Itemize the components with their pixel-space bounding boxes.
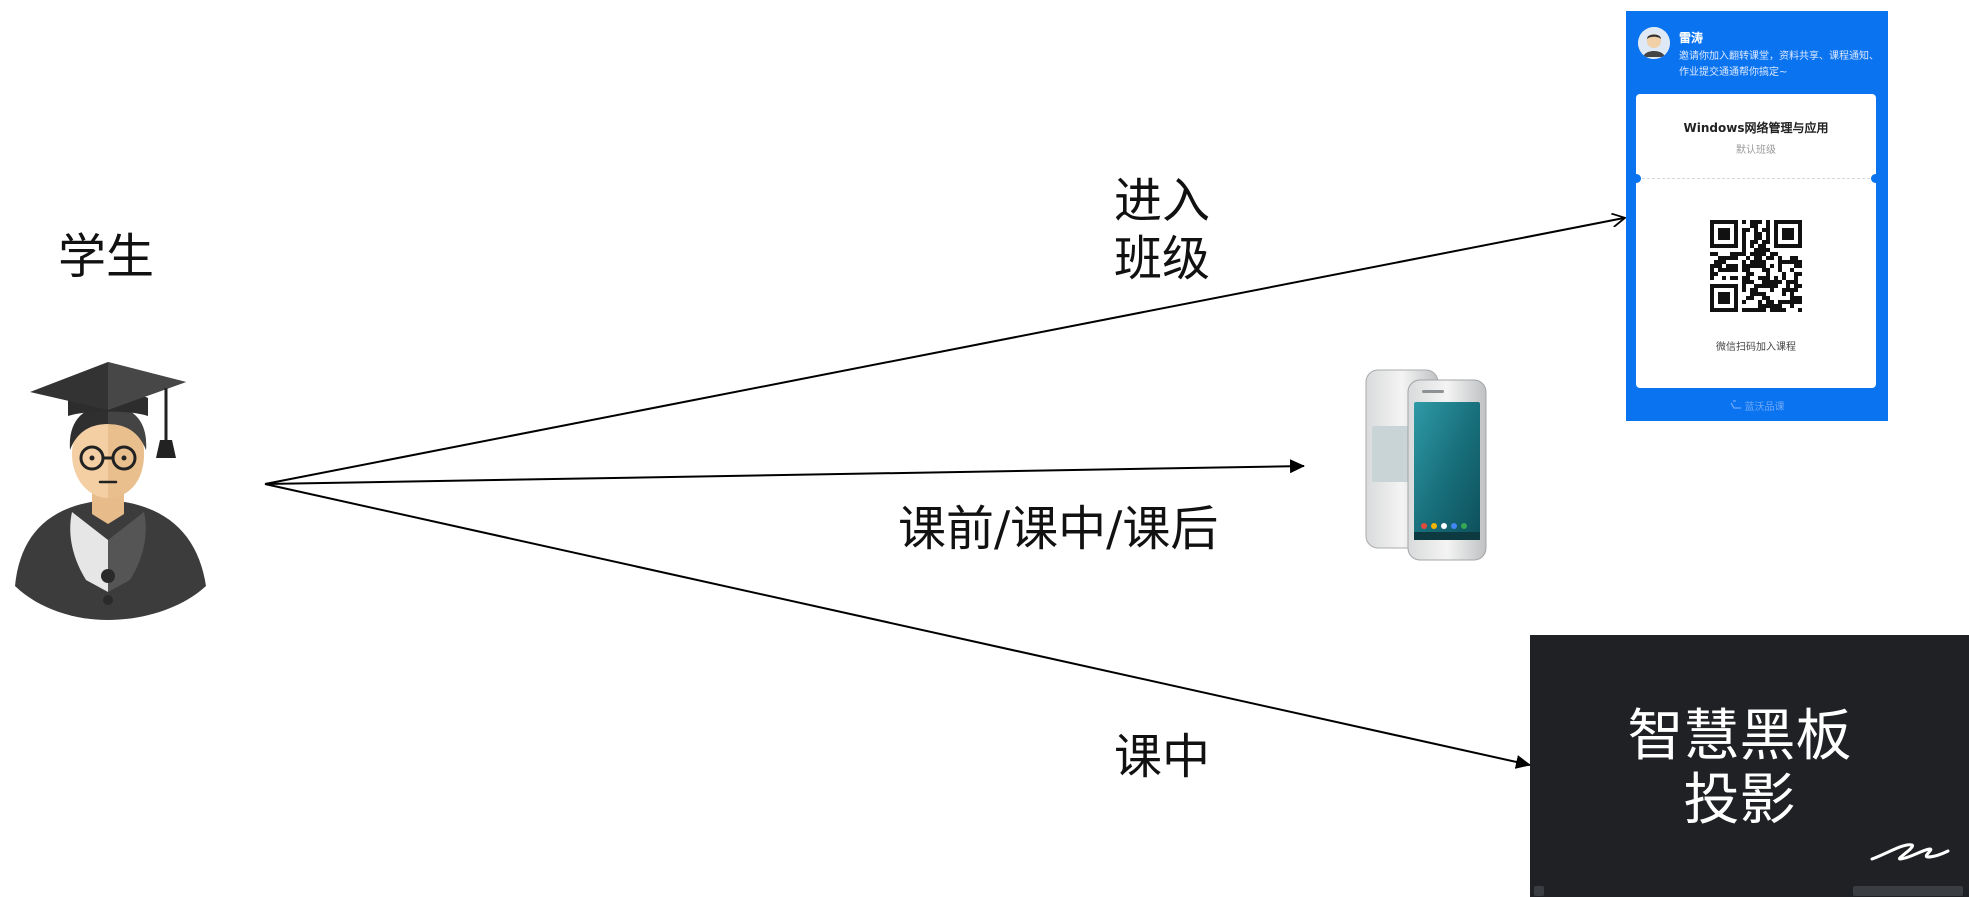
arrow-to-class (264, 218, 1624, 485)
board-toolbar[interactable] (1853, 886, 1963, 896)
invite-message: 邀请你加入翻转课堂，资料共享、课程通知、作业提交通通帮你搞定~ (1679, 51, 1879, 78)
card-divider (1642, 178, 1870, 179)
course-info-panel: Windows网络管理与应用 默认班级 微信扫码加入课程 (1632, 94, 1880, 388)
board-title-line1: 智慧黑板 (1627, 704, 1852, 769)
course-title: Windows网络管理与应用 (1683, 121, 1829, 135)
teacher-name: 雷涛 (1679, 31, 1704, 45)
qr-code-icon[interactable] (1710, 220, 1802, 312)
board-title: 智慧黑板 投影 (1530, 705, 1969, 833)
join-class-label-line1: 进入 (1114, 173, 1211, 229)
graduate-student-icon (15, 362, 206, 620)
board-menu-button[interactable] (1534, 886, 1544, 896)
brand-logo-icon (1729, 400, 1742, 413)
class-invite-card: 雷涛 邀请你加入翻转课堂，资料共享、课程通知、作业提交通通帮你搞定~ Windo… (1626, 11, 1888, 421)
board-title-line2: 投影 (1683, 768, 1796, 833)
card-footer: 蓝沃品课 (1626, 398, 1888, 413)
arrow-to-phone (264, 459, 1305, 485)
card-notch-right (1871, 174, 1880, 183)
brand-name: 蓝沃品课 (1744, 402, 1785, 413)
teacher-avatar-icon (1638, 27, 1670, 59)
class-phases-label: 课前/课中/课后 (898, 501, 1219, 557)
smartphone-icon (1365, 369, 1487, 561)
arrow-to-board (264, 483, 1531, 769)
class-name: 默认班级 (1736, 145, 1776, 156)
smart-blackboard-screen: 智慧黑板 投影 (1530, 635, 1969, 897)
card-notch-left (1632, 174, 1641, 183)
in-class-label: 课中 (1114, 729, 1211, 785)
signature-logo-icon (1870, 843, 1950, 861)
scan-hint: 微信扫码加入课程 (1716, 342, 1796, 353)
join-class-label-line2: 班级 (1114, 231, 1211, 287)
student-label: 学生 (58, 229, 155, 285)
join-class-label: 进入 班级 (1114, 172, 1210, 288)
